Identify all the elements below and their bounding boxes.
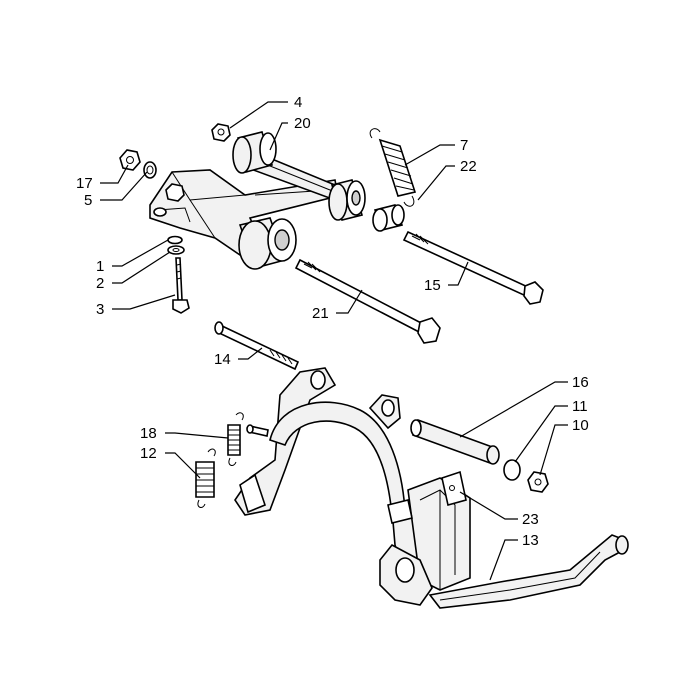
spring-7 <box>369 128 417 207</box>
callout-11: 11 <box>572 398 588 415</box>
rubber-bush-large <box>238 217 297 270</box>
spacer-bush <box>372 204 405 232</box>
bolt-21 <box>294 258 441 344</box>
callout-18: 18 <box>140 425 157 442</box>
callout-13: 13 <box>522 532 539 549</box>
bolt-14 <box>214 321 300 371</box>
bracket-23 <box>441 470 467 506</box>
callout-23: 23 <box>522 511 539 528</box>
center-stand <box>234 367 629 609</box>
nut-10 <box>527 471 549 493</box>
bracket-nut <box>165 183 185 202</box>
leader-lines <box>100 101 568 581</box>
washer-2 <box>167 245 185 255</box>
callout-4: 4 <box>294 94 302 111</box>
bolt-3 <box>172 257 190 314</box>
callout-labels: 4 20 17 5 1 2 3 7 22 15 21 14 16 11 10 1… <box>76 94 589 549</box>
callout-20: 20 <box>294 115 311 132</box>
callout-2: 2 <box>96 275 104 292</box>
callout-10: 10 <box>572 417 589 434</box>
nut-4 <box>211 123 231 142</box>
washer-11 <box>503 459 521 481</box>
callout-12: 12 <box>140 445 157 462</box>
callout-21: 21 <box>312 305 329 322</box>
spring-18 <box>227 412 244 466</box>
callout-17: 17 <box>76 175 93 192</box>
callout-15: 15 <box>424 277 441 294</box>
callout-5: 5 <box>84 192 92 209</box>
callout-22: 22 <box>460 158 477 175</box>
rubber-bush-right <box>328 179 366 221</box>
callout-7: 7 <box>460 137 468 154</box>
swing-arm-bracket <box>149 169 339 259</box>
pivot-pin-16 <box>410 418 500 465</box>
callout-16: 16 <box>572 374 589 391</box>
rubber-bush-upper <box>232 131 277 174</box>
spring-12 <box>195 448 216 508</box>
callout-3: 3 <box>96 301 104 318</box>
washer-1 <box>167 235 183 245</box>
nut-17 <box>119 149 141 171</box>
small-pin <box>246 424 269 437</box>
callout-1: 1 <box>96 258 104 275</box>
callout-14: 14 <box>214 351 231 368</box>
washer-5 <box>143 161 157 179</box>
